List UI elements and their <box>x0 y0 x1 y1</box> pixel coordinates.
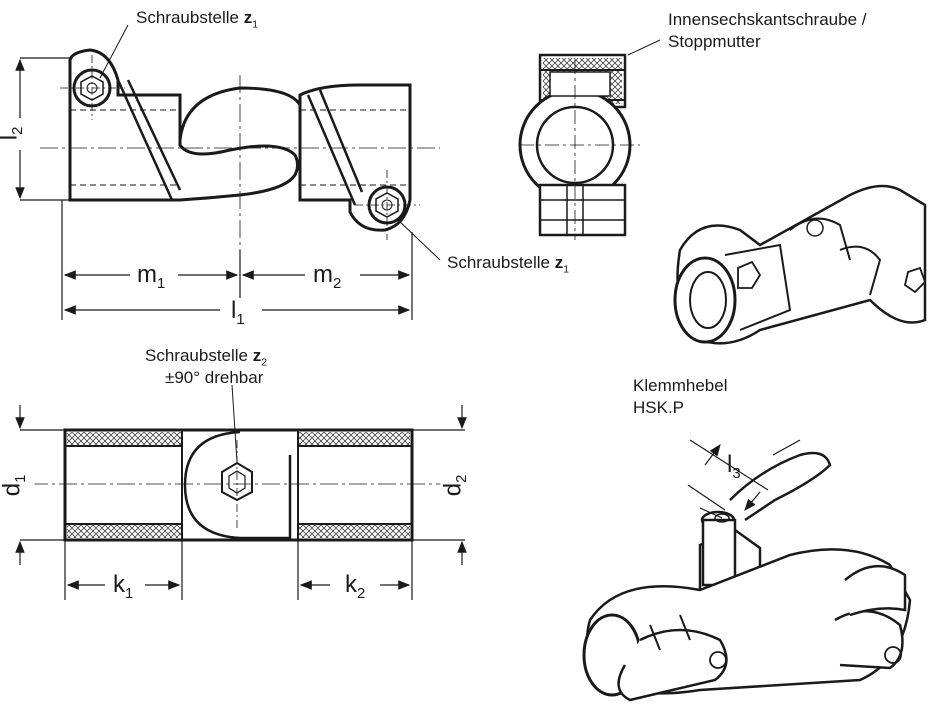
screw-label-line2: Stoppmutter <box>668 32 761 51</box>
section-view <box>30 428 450 542</box>
dim-m2: m2 <box>310 262 345 297</box>
z1-mid-label: Schraubstelle z1 <box>447 253 570 276</box>
top-view <box>40 48 440 300</box>
lever-label-line1: Klemmhebel <box>633 376 728 395</box>
lever-label-line2: HSK.P <box>633 398 685 417</box>
dimension-lines-top <box>15 57 413 320</box>
iso-view-joint <box>673 184 927 345</box>
dim-l2: l2 <box>0 123 32 144</box>
dim-k1: k1 <box>110 572 137 607</box>
z2-label-line1: Schraubstelle z2 <box>145 346 268 369</box>
dimension-lines-bottom <box>15 384 467 600</box>
z1-top-label: Schraubstelle z1 <box>136 8 259 31</box>
dim-k2: k2 <box>342 572 369 607</box>
end-view <box>518 39 661 240</box>
dim-l1: l1 <box>228 298 248 333</box>
dimension-l3 <box>687 439 801 519</box>
dim-m1: m1 <box>134 262 169 297</box>
screw-label-line1: Innensechskantschraube / <box>668 10 867 29</box>
z2-label-line2: ±90° drehbar <box>165 368 264 387</box>
iso-view-with-levers <box>582 451 912 702</box>
dim-l3: l3 <box>727 451 741 482</box>
dim-d2: d2 <box>439 471 476 500</box>
dim-d1: d1 <box>0 471 35 500</box>
leader-lines-top <box>99 24 441 261</box>
